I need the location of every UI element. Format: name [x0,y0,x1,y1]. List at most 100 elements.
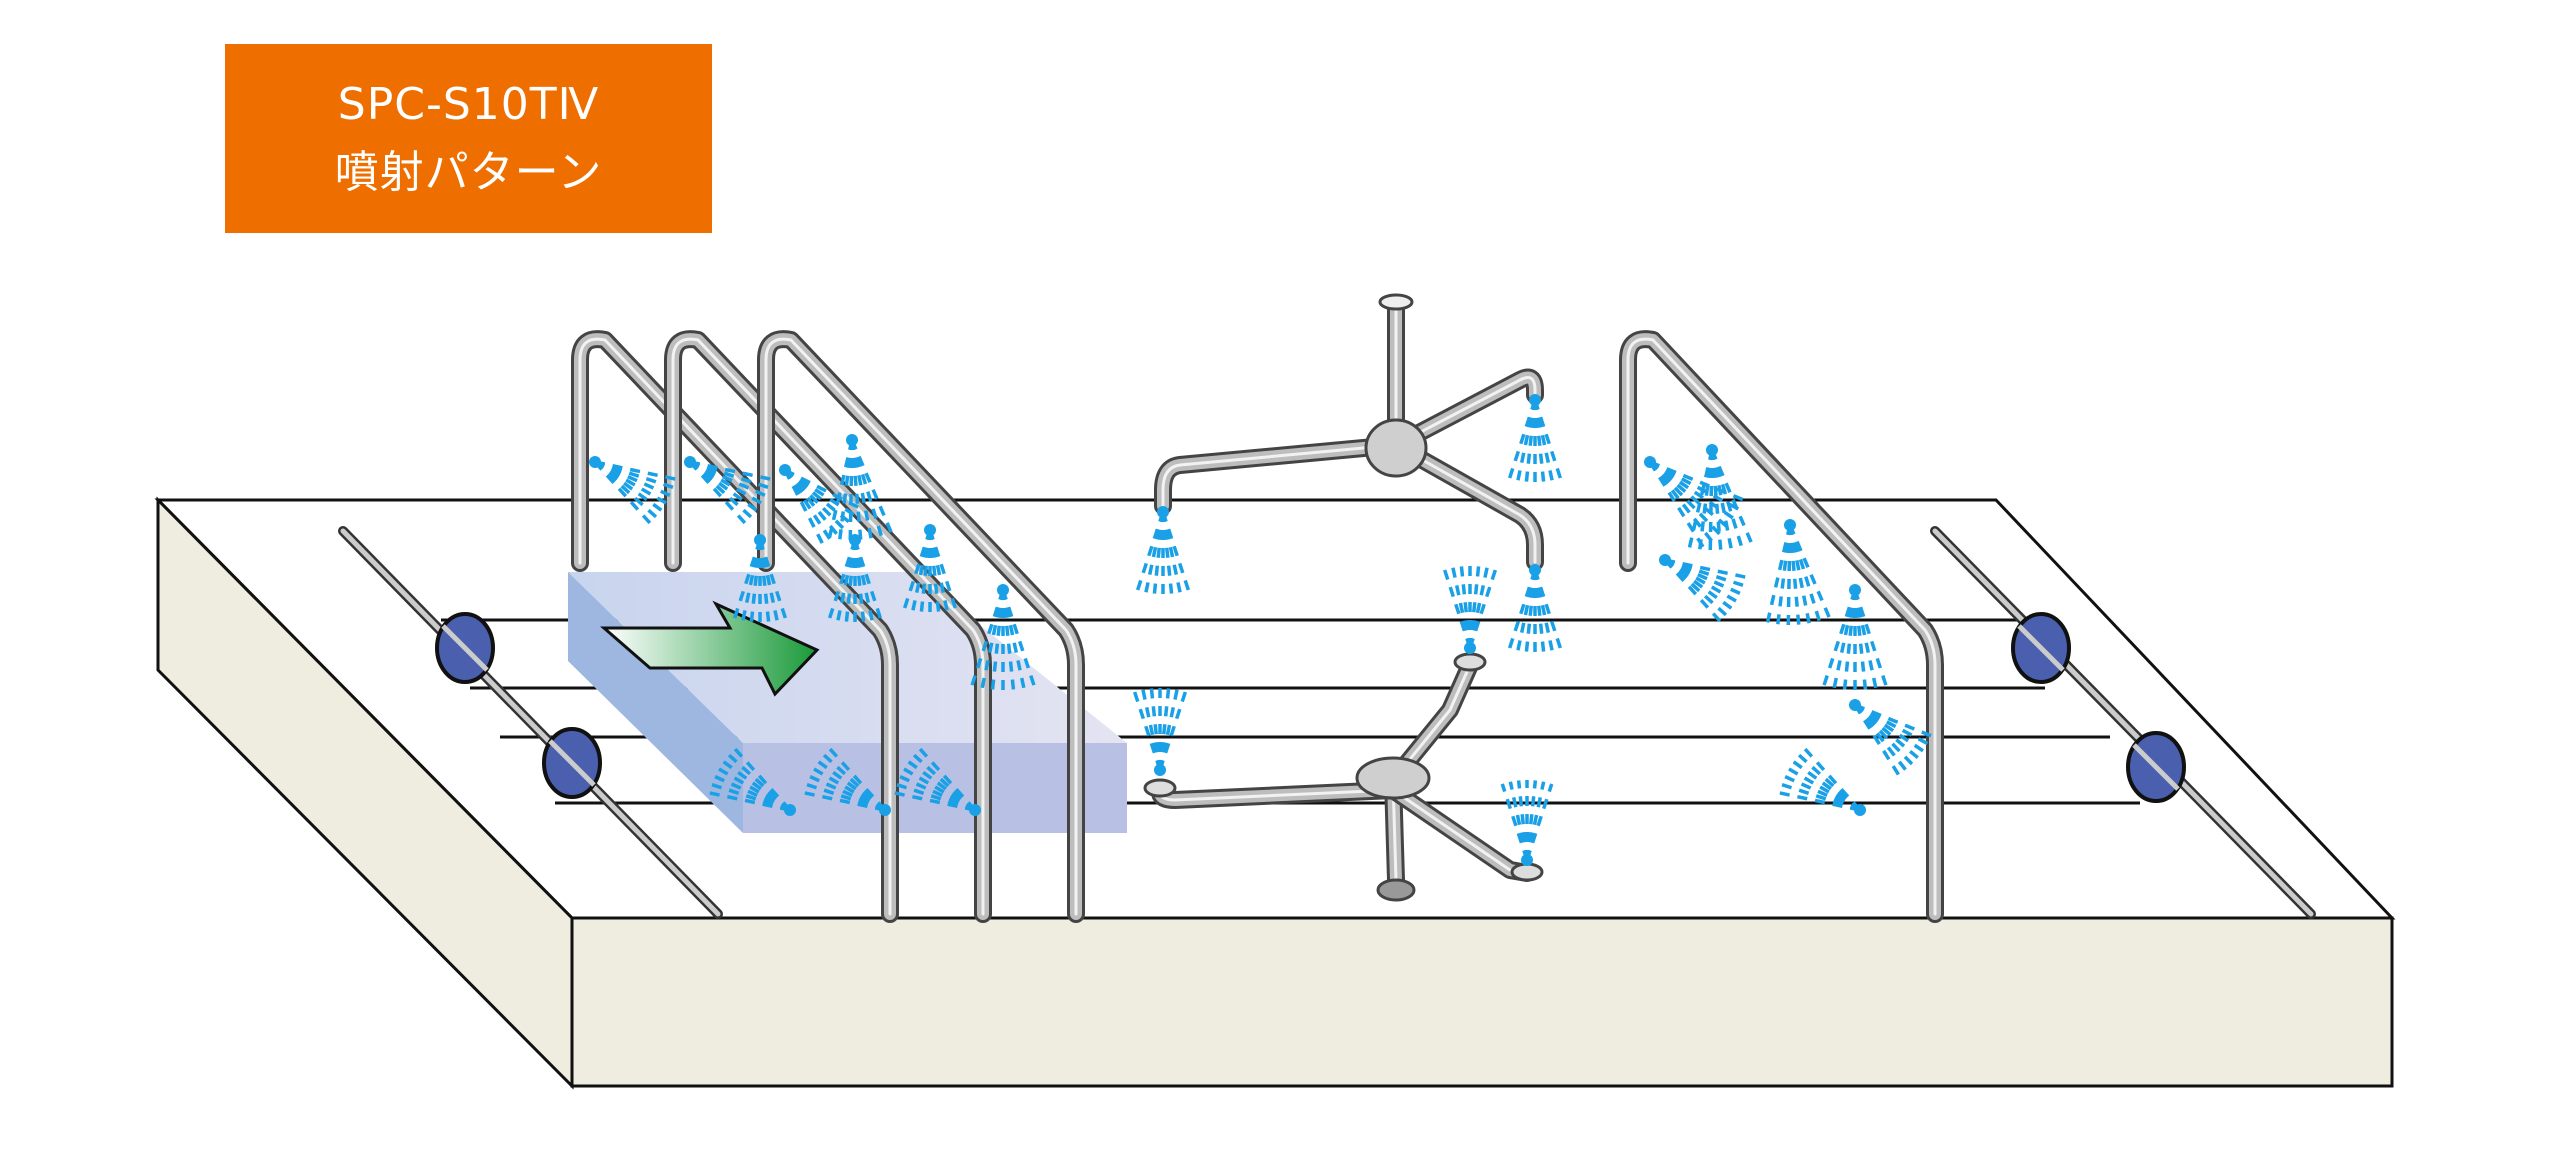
spray-stream [689,460,779,483]
spray-stream [1514,569,1537,659]
spray-stream [1505,569,1537,657]
spray-stream [1450,564,1472,649]
nozzle [1453,652,1487,672]
spray-jet [1765,519,1831,626]
spray-stream [1148,680,1162,771]
pipe-highlight [1394,376,1537,447]
rollers [338,526,2316,919]
spray-stream [918,529,932,620]
spray-stream [928,529,951,619]
spray-stream [1514,399,1537,489]
spray-stream [1663,558,1727,629]
spray-stream [703,780,791,812]
spray-stream [707,771,791,812]
spray-stream [688,460,752,531]
spray-stream [1158,680,1172,771]
nozzle [1143,778,1177,798]
spray-stream [783,469,836,547]
spray-stream [688,460,759,524]
model-name: SPC-S10TⅣ [337,78,600,130]
spray-stream [909,529,932,619]
spray-stream [1459,563,1472,649]
spray-jet [1505,564,1565,660]
spray-stream [1664,558,1754,581]
spray-stream [1533,399,1556,489]
spray-jet [1771,741,1866,816]
spray-stream [1505,399,1537,487]
spray-stream [823,741,887,812]
spray-stream [689,460,769,509]
roller-shaft-highlight [1932,528,2314,917]
spray-stream [1130,683,1162,771]
roller-shaft-highlight [340,528,721,917]
spray-jet [827,434,893,541]
spray-stream [593,460,657,531]
nozzle [1510,862,1544,882]
spray-jets [589,394,1940,866]
spray-stream [721,748,792,812]
pipe-cap [1378,293,1414,311]
spray-stream [783,468,850,535]
spray-jet [1687,444,1753,551]
spray-jet [1130,680,1190,776]
pipe-bottom [1376,878,1416,902]
spray-stream [886,789,976,812]
spray-stream [594,460,682,492]
spray-stream [593,460,664,524]
spray-stream [1139,681,1162,771]
spray-stream [689,460,777,492]
pipe-highlight [671,337,985,916]
spray-jet [1644,456,1744,548]
spray-jet [1822,584,1888,690]
spray-stream [701,789,791,812]
spray-stream [1525,783,1554,861]
spray-stream [816,748,887,812]
spray-stream [1525,781,1546,861]
spray-stream [1853,703,1919,771]
lower-hub [1355,756,1431,800]
spray-stream [593,460,669,517]
spray-stream [1508,781,1529,861]
spray-stream [853,539,876,629]
spray-stream [1442,566,1472,649]
spray-stream [1533,569,1556,659]
spray-stream [1161,511,1184,601]
spray-stream [594,460,674,509]
spray-stream [806,763,886,812]
spray-stream [1516,780,1529,861]
spray-jet [589,456,684,531]
spray-stream [1771,789,1861,812]
spray-stream [1142,511,1165,601]
spray-stream [913,741,977,812]
spray-stream [1664,558,1744,607]
spray-stream [730,539,762,627]
spray-stream [1133,511,1165,599]
spray-jet [701,741,796,816]
spray-stream [1854,703,1936,749]
spray-stream [853,539,867,630]
spray-stream [758,539,790,627]
spray-stream [1791,748,1862,812]
spray-stream [783,469,828,551]
spray-stream [689,460,773,501]
spray-stream [1853,703,1912,777]
spray-stream [748,539,762,630]
spray-stream [1161,511,1175,602]
spray-stream [739,539,762,629]
spray-stream [843,539,857,630]
spray-stream [811,755,887,812]
spray-jet [825,534,885,630]
spray-stream [928,529,942,620]
spray-stream [711,763,791,812]
spray-stream [892,771,976,812]
spray-stream [594,460,684,483]
spray-stream [896,763,976,812]
spray-stream [1151,511,1165,602]
spray-stream [1533,399,1565,487]
spray-stream [900,529,932,617]
workpiece-left [568,572,743,833]
spray-stream [1786,755,1862,812]
spray-stream [1500,783,1529,861]
spray-stream [888,780,976,812]
spray-stream [1853,704,1905,783]
